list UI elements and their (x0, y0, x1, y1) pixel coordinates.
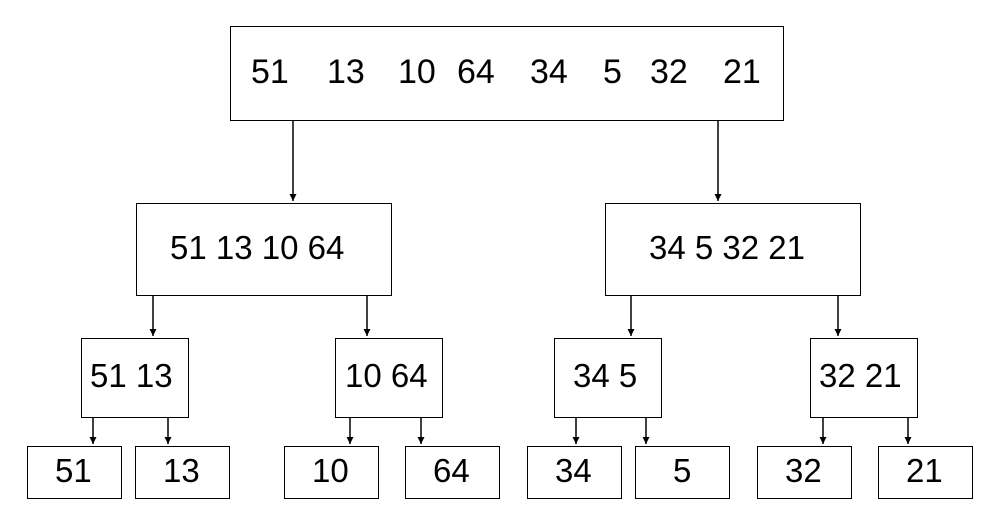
leaf-label: 5 (673, 452, 692, 489)
split-node-51-13: 51 13 (81, 338, 189, 418)
split-node-right: 34 5 32 21 (605, 203, 861, 296)
leaf-node: 13 (135, 446, 230, 499)
leaf-node: 10 (284, 446, 379, 499)
leaf-node: 64 (405, 446, 500, 499)
node-label: 51 13 10 64 (170, 229, 345, 266)
leaf-label: 32 (785, 452, 822, 489)
root-value: 21 (723, 53, 761, 91)
split-node-left: 51 13 10 64 (136, 203, 392, 296)
root-value: 64 (457, 53, 495, 91)
split-node-10-64: 10 64 (335, 338, 443, 418)
leaf-label: 21 (906, 452, 943, 489)
leaf-node: 32 (757, 446, 852, 499)
root-value: 13 (327, 53, 365, 91)
leaf-label: 64 (433, 452, 470, 489)
leaf-node: 21 (878, 446, 973, 499)
node-label: 34 5 (573, 357, 638, 394)
split-node-34-5: 34 5 (554, 338, 662, 418)
node-label: 34 5 32 21 (649, 229, 805, 266)
node-label: 51 13 (90, 357, 173, 394)
node-label: 10 64 (345, 357, 428, 394)
root-value: 5 (603, 53, 622, 91)
leaf-label: 51 (55, 452, 92, 489)
leaf-node: 34 (527, 446, 622, 499)
leaf-label: 13 (163, 452, 200, 489)
split-node-32-21: 32 21 (810, 338, 918, 418)
root-value: 51 (251, 53, 289, 91)
root-value: 34 (530, 53, 568, 91)
leaf-node: 51 (27, 446, 122, 499)
root-value: 32 (650, 53, 688, 91)
leaf-node: 5 (635, 446, 730, 499)
leaf-label: 10 (312, 452, 349, 489)
node-label: 32 21 (819, 357, 902, 394)
root-node: 51 13 10 64 34 5 32 21 (230, 26, 784, 121)
leaf-label: 34 (555, 452, 592, 489)
root-value: 10 (398, 53, 436, 91)
